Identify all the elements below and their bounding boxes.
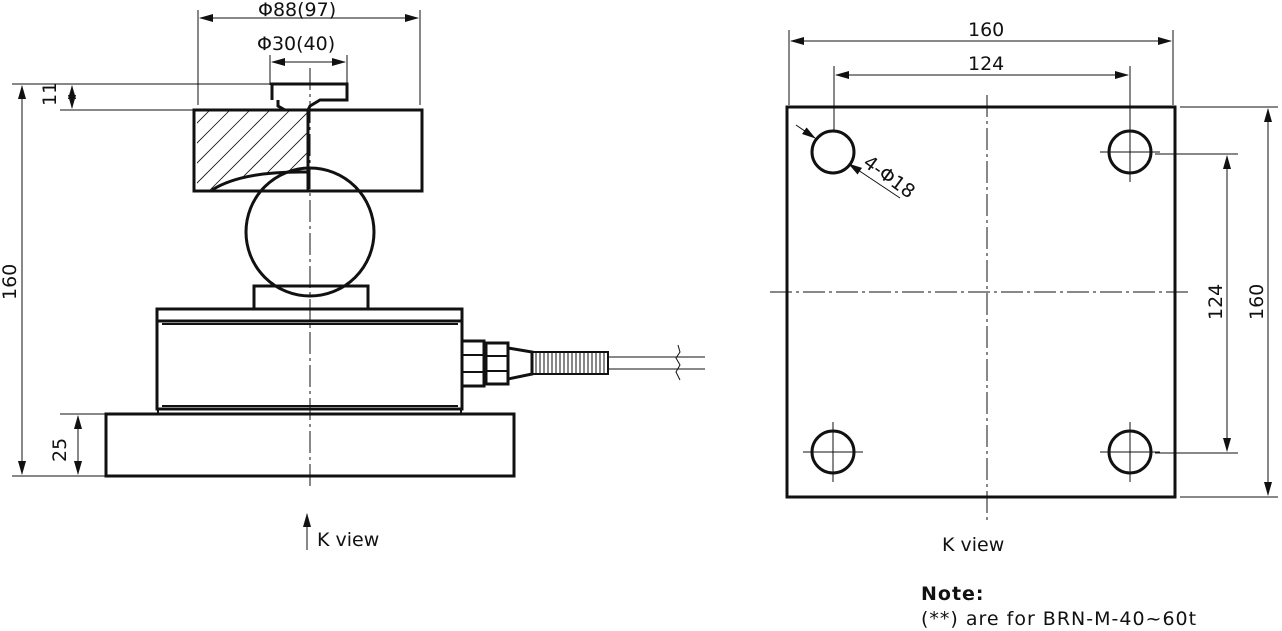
base-height-label: 25 bbox=[49, 438, 71, 462]
mounting-plate bbox=[785, 105, 1177, 499]
side-view: Φ88(97) Φ30(40) 11 160 25 bbox=[0, 0, 705, 551]
dim-plan-width: 160 bbox=[788, 19, 1174, 105]
hole-spacing-y-label: 124 bbox=[1205, 284, 1227, 320]
plan-view: 160 124 124 160 bbox=[770, 19, 1278, 556]
dim-hole-spacing-y: 124 bbox=[1155, 153, 1238, 454]
inner-diameter-label: Φ30(40) bbox=[257, 33, 335, 55]
note-block: Note: (**) are for BRN-M-40~60t bbox=[921, 583, 1197, 630]
note-title: Note: bbox=[921, 583, 985, 605]
dim-outer-diameter: Φ88(97) bbox=[197, 0, 421, 105]
dim-hole-spacing-x: 124 bbox=[833, 53, 1131, 130]
cable-wire bbox=[608, 344, 705, 381]
note-text: (**) are for BRN-M-40~60t bbox=[921, 608, 1197, 630]
top-height-label: 11 bbox=[39, 82, 61, 106]
diameter-symbol-icon: Φ bbox=[258, 0, 273, 21]
total-height-label: 160 bbox=[0, 264, 21, 300]
plan-height-label: 160 bbox=[1246, 284, 1268, 320]
dim-inner-diameter: Φ30(40) bbox=[257, 33, 348, 85]
plan-width-label: 160 bbox=[968, 19, 1004, 41]
diameter-symbol-icon: Φ bbox=[257, 33, 272, 55]
k-view-arrow-side: K view bbox=[303, 513, 379, 551]
hole-spacing-x-label: 124 bbox=[968, 53, 1004, 75]
dim-base-height: 25 bbox=[49, 413, 105, 475]
cable-gland bbox=[460, 339, 534, 388]
dim-plan-height: 160 bbox=[1180, 106, 1278, 498]
outer-diameter-label: Φ88(97) bbox=[258, 0, 336, 21]
dim-total-height: 160 bbox=[0, 83, 105, 477]
top-cap bbox=[192, 82, 424, 193]
k-view-label-side: K view bbox=[317, 529, 379, 551]
mounting-holes bbox=[803, 122, 1160, 482]
k-view-label-plan: K view bbox=[942, 534, 1004, 556]
cable-spring bbox=[531, 351, 609, 375]
mounting-hole bbox=[810, 129, 856, 175]
section-hatch bbox=[197, 110, 308, 190]
dim-top-height: 11 bbox=[39, 82, 270, 111]
